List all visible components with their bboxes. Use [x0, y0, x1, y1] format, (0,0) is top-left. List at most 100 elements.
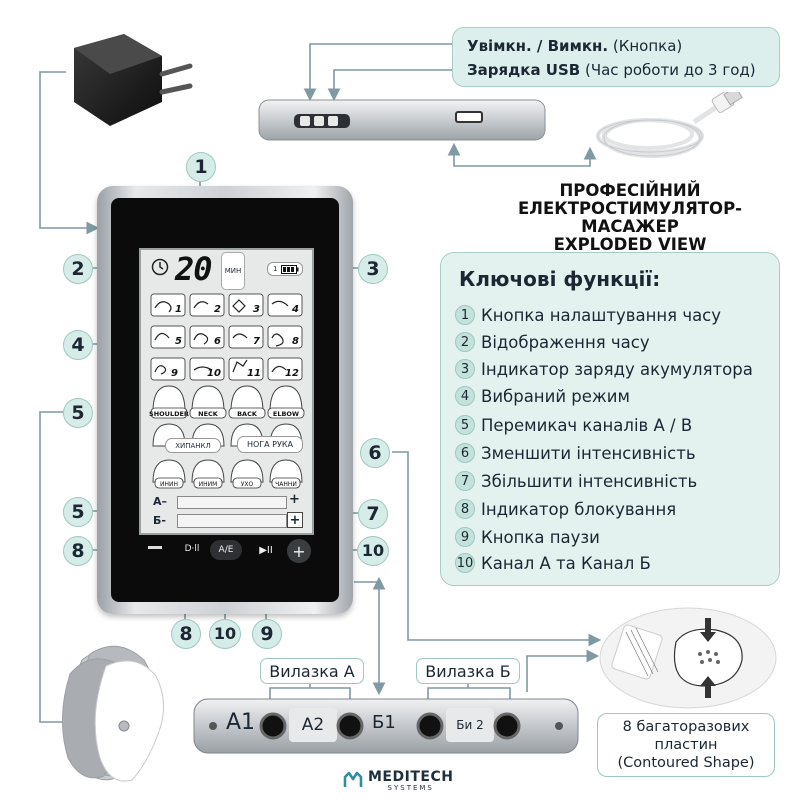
logo-subtitle: SYSTEMS — [387, 784, 434, 792]
feature-text: Кнопка налаштування часу — [481, 305, 722, 325]
channel-a-label: А– — [153, 495, 168, 508]
callout-number: 5 — [71, 500, 85, 523]
mode-number: 1 — [175, 304, 182, 315]
power-usb-info-box: Увімкн. / Вимкн. (Кнопка) Зарядка USB (Ч… — [452, 27, 780, 87]
key-features-box: Ключові функції: 1 Кнопка налаштування ча… — [440, 252, 780, 586]
mode-number: 5 — [175, 336, 182, 347]
feature-number: 5 — [455, 415, 475, 435]
feature-number: 4 — [455, 386, 475, 406]
feature-number: 7 — [455, 471, 475, 491]
body-area-icons: SHOULDER NECK BACK ELBOW — [149, 385, 305, 419]
channel-b-intensity-bar — [177, 514, 287, 528]
channel-b-label: Б- — [153, 514, 166, 527]
logo-name: MEDITECH — [368, 769, 454, 785]
callout-2: 2 — [63, 254, 93, 284]
small-mode-label: ЧАННИ — [275, 481, 297, 488]
callout-number: 10 — [361, 541, 385, 560]
mode-number: 6 — [214, 336, 221, 347]
mode-number: 8 — [292, 336, 299, 347]
meditech-logo-icon — [343, 771, 363, 787]
callout-number: 3 — [366, 257, 380, 280]
socket-b-label: Вилазка Б — [416, 658, 520, 684]
feature-number: 10 — [455, 553, 475, 573]
feature-text: Збільшити інтенсивність — [481, 471, 698, 491]
callout-10-bottom: 10 — [209, 619, 241, 649]
mode-number: 2 — [214, 304, 221, 315]
socket-a-label: Вилазка А — [260, 658, 364, 684]
battery-level-number: 1 — [273, 265, 278, 273]
contoured-pad-image — [599, 607, 777, 709]
decrease-intensity-button[interactable] — [148, 546, 162, 549]
feature-number: 1 — [455, 305, 475, 325]
feature-item: 1 Кнопка налаштування часу — [455, 305, 721, 325]
callout-5-top: 5 — [63, 398, 93, 428]
jack-panel — [193, 698, 579, 754]
time-display: 20 — [175, 250, 213, 288]
callout-number: 2 — [71, 257, 85, 280]
feature-text: Перемикач каналів А / В — [481, 415, 693, 435]
feature-text: Зменшити інтенсивність — [481, 443, 696, 463]
small-mode-label: ИНИМ — [199, 481, 218, 488]
mode-number: 7 — [253, 336, 260, 347]
small-mode-label: ИНИН — [160, 481, 178, 488]
features-heading: Ключові функції: — [459, 267, 661, 291]
body-label-neck: NECK — [198, 410, 219, 418]
channel-a-intensity-bar — [177, 496, 287, 509]
lock-button[interactable]: D·ll — [184, 544, 200, 554]
mode-grid: 1 2 3 4 5 6 7 8 9 10 11 12 — [150, 293, 303, 381]
feature-number: 9 — [455, 527, 475, 547]
callout-number: 7 — [366, 502, 380, 525]
battery-indicator: 1 — [267, 262, 303, 276]
callout-10-right: 10 — [357, 536, 389, 566]
feature-text: Вибраний режим — [481, 386, 630, 406]
feature-number: 8 — [455, 499, 475, 519]
brand-logo: MEDITECH SYSTEMS — [343, 770, 453, 792]
callout-number: 9 — [260, 622, 274, 645]
callout-number: 8 — [179, 622, 193, 645]
device-side-view — [258, 99, 546, 141]
channel-b-plus: + — [287, 512, 303, 528]
title-line-3: EXPLODED VIEW — [553, 235, 707, 254]
battery-icon — [281, 264, 299, 274]
mode-number: 10 — [207, 368, 221, 379]
feature-text: Індикатор заряду акумулятора — [481, 359, 753, 379]
callout-number: 4 — [71, 333, 85, 356]
pads-info-box: 8 багаторазових пластин (Contoured Shape… — [597, 713, 775, 777]
lcd-screen: 20 МИН 1 — [139, 248, 314, 535]
mode-number: 9 — [171, 368, 178, 379]
callout-number: 1 — [194, 155, 208, 178]
mode-number: 4 — [291, 304, 299, 315]
feature-item: 8 Індикатор блокування — [455, 499, 676, 519]
callout-number: 5 — [71, 401, 85, 424]
pause-button[interactable]: ▶︎II — [259, 544, 273, 556]
wall-charger-image — [74, 34, 193, 126]
feature-item: 5 Перемикач каналів А / В — [455, 415, 692, 435]
increase-intensity-button[interactable]: + — [287, 539, 311, 563]
jack-a2-label: A2 — [301, 715, 325, 735]
callout-3: 3 — [358, 254, 388, 284]
pads-line-1: 8 багаторазових — [622, 719, 750, 735]
power-label: Увімкн. / Вимкн. — [467, 37, 609, 55]
ae-channel-button[interactable]: A/E — [210, 540, 242, 560]
callout-5: 5 — [63, 497, 93, 527]
callout-number: 6 — [368, 441, 382, 464]
jack-b1-label: Б1 — [372, 712, 396, 733]
feature-text: Канал А та Канал Б — [481, 553, 651, 573]
mode-chip-left: ХИПАНКЛ — [165, 438, 221, 453]
mode-chip-right: НОГА РУКА — [237, 436, 303, 453]
feature-item: 10 Канал А та Канал Б — [455, 553, 651, 573]
callout-1: 1 — [186, 152, 216, 182]
feature-text: Відображення часу — [481, 332, 650, 352]
usb-label: Зарядка USB — [467, 61, 581, 79]
jack-a1-label: A1 — [226, 710, 256, 735]
body-label-back: BACK — [237, 410, 258, 418]
channel-a-plus: + — [289, 492, 300, 507]
time-unit-label: МИН — [221, 252, 245, 290]
pads-line-3: (Contoured Shape) — [617, 755, 755, 771]
mode-number: 11 — [247, 368, 261, 379]
feature-text: Індикатор блокування — [481, 499, 677, 519]
